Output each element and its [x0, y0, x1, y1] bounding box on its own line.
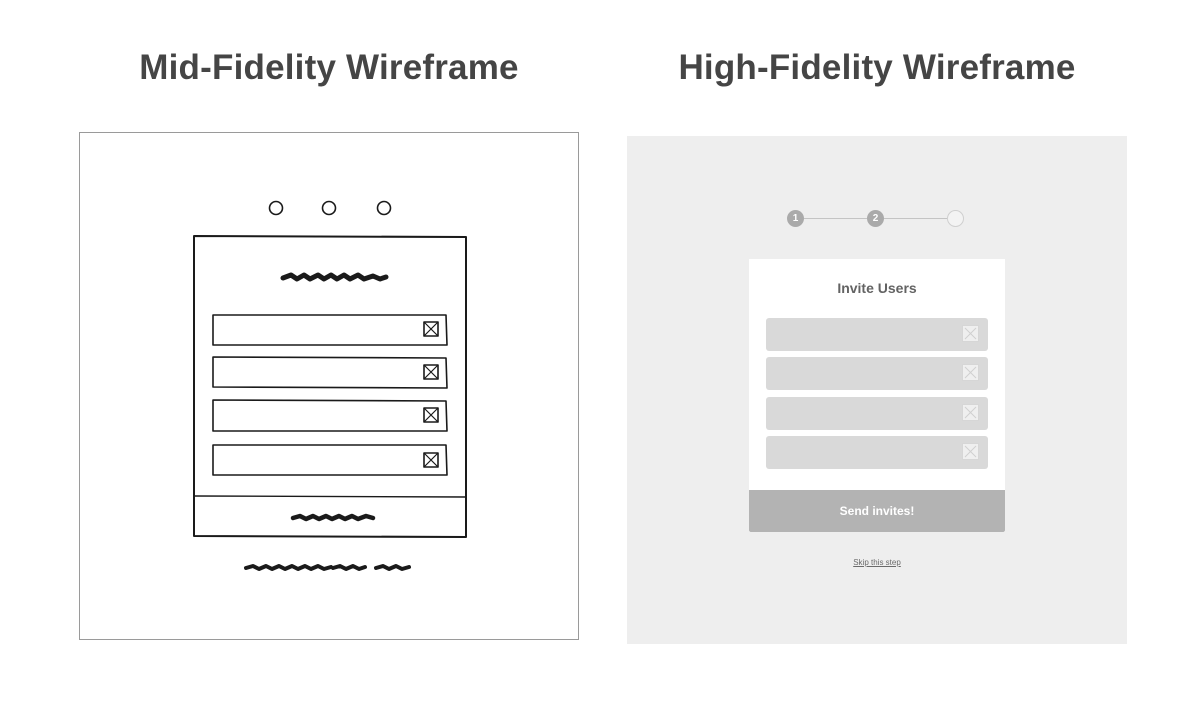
high-fidelity-title: High-Fidelity Wireframe	[678, 48, 1076, 87]
sketch-field-2	[212, 356, 448, 389]
sketch-field-2-image-icon	[423, 364, 439, 380]
sketch-step-dot-1	[268, 200, 284, 216]
image-placeholder-icon[interactable]	[962, 325, 979, 342]
stepper-connector-1	[804, 218, 867, 219]
invite-input-1[interactable]	[766, 318, 988, 351]
step-3[interactable]	[947, 210, 964, 227]
sketch-field-4-image-icon	[423, 452, 439, 468]
image-placeholder-icon[interactable]	[962, 404, 979, 421]
invite-input-2[interactable]	[766, 357, 988, 390]
mid-fidelity-wireframe	[79, 132, 579, 640]
step-1-label: 1	[792, 213, 799, 224]
sketch-card-divider	[193, 495, 467, 498]
step-2[interactable]: 2	[867, 210, 884, 227]
card-title: Invite Users	[837, 280, 917, 296]
sketch-button-scribble	[290, 513, 376, 522]
invite-input-4[interactable]	[766, 436, 988, 469]
step-1[interactable]: 1	[787, 210, 804, 227]
image-placeholder-icon[interactable]	[962, 443, 979, 460]
sketch-field-3-image-icon	[423, 407, 439, 423]
skip-step-link[interactable]: Skip this step	[853, 558, 901, 567]
sketch-field-4	[212, 444, 448, 476]
sketch-canvas	[193, 200, 467, 571]
progress-stepper: 1 2	[787, 210, 967, 228]
sketch-field-1	[212, 314, 448, 346]
sketch-field-3	[212, 399, 448, 432]
image-placeholder-icon[interactable]	[962, 364, 979, 381]
stepper-connector-2	[884, 218, 947, 219]
send-invites-button[interactable]: Send invites!	[749, 490, 1005, 532]
sketch-field-1-image-icon	[423, 321, 439, 337]
invite-input-3[interactable]	[766, 397, 988, 430]
mid-fidelity-title: Mid-Fidelity Wireframe	[139, 48, 519, 87]
sketch-step-dot-2	[321, 200, 337, 216]
high-fidelity-wireframe: 1 2 Invite Users	[627, 136, 1127, 644]
sketch-title-scribble	[280, 272, 389, 282]
sketch-step-dot-3	[376, 200, 392, 216]
sketch-skip-scribble	[244, 564, 333, 571]
invite-users-card: Invite Users Send invites!	[749, 259, 1005, 532]
sketch-card	[193, 235, 467, 538]
sketch-skip-scribble-2	[331, 564, 367, 571]
sketch-skip-scribble-3	[374, 564, 411, 571]
step-2-label: 2	[872, 213, 879, 224]
